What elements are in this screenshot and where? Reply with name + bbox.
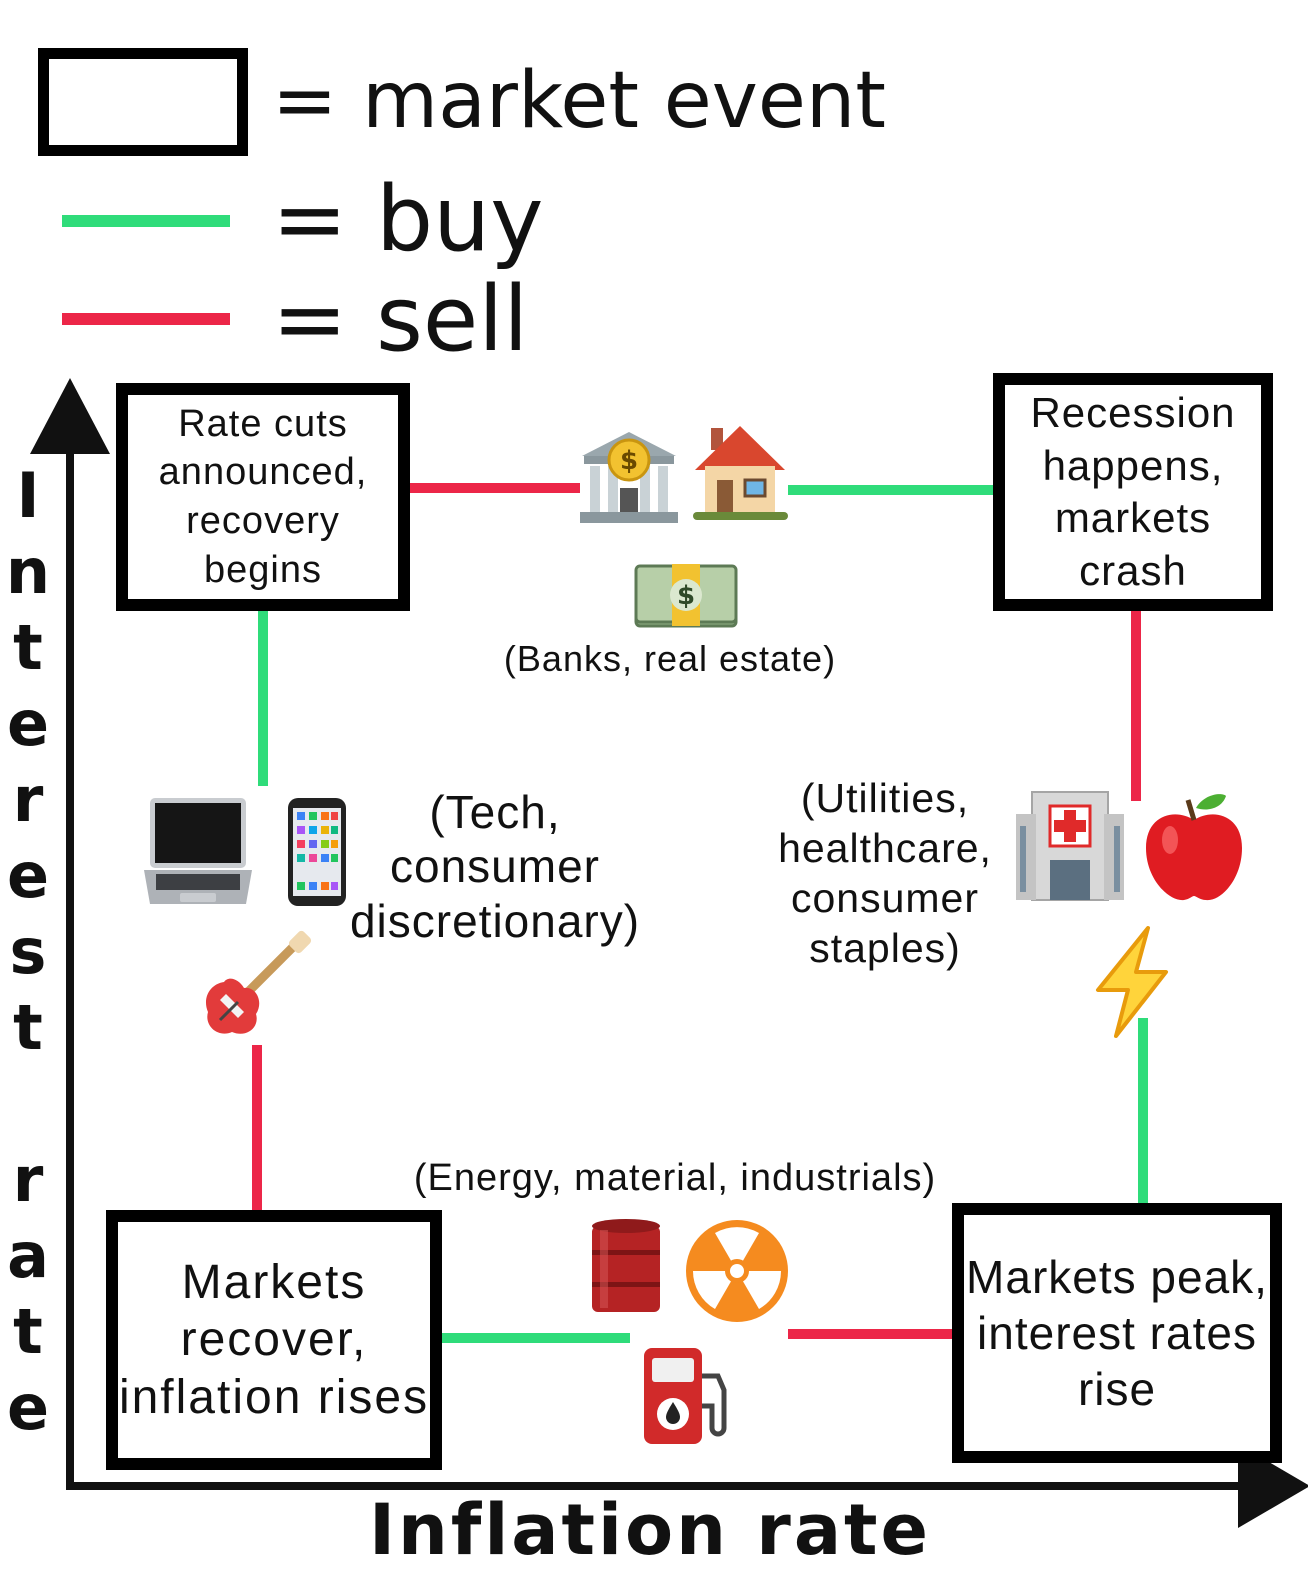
legend-buy-line xyxy=(62,215,230,227)
y-axis-label-letter: n xyxy=(5,535,51,608)
sector-label-top: (Banks, real estate) xyxy=(503,638,837,679)
guitar-icon xyxy=(205,930,312,1034)
y-axis-label-letter: s xyxy=(9,915,47,988)
apple-icon xyxy=(1146,794,1242,901)
buy-line-left-top xyxy=(258,611,268,786)
event-text: Markets recover, inflation rises xyxy=(118,1255,430,1424)
hospital-icon xyxy=(1016,791,1124,901)
legend-sell-line xyxy=(62,313,230,325)
event-text: Recession happens, markets crash xyxy=(1030,389,1236,594)
y-axis-label-letter: r xyxy=(12,763,44,836)
y-axis-label-letter: r xyxy=(12,1143,44,1216)
event-box-top-left: Rate cuts announced, recovery begins xyxy=(116,383,410,611)
radioactive-icon xyxy=(686,1220,788,1322)
house-icon xyxy=(693,426,788,520)
legend-sell-label: = sell xyxy=(272,267,529,372)
y-axis-label-letter: e xyxy=(6,839,50,912)
y-axis-label-letter: t xyxy=(13,991,43,1064)
fuel-pump-icon xyxy=(644,1348,727,1444)
x-axis xyxy=(66,1482,1256,1490)
y-axis-label-letter: e xyxy=(6,687,50,760)
y-axis-label-letter xyxy=(0,1073,56,1149)
event-box-top-right: Recession happens, markets crash xyxy=(993,373,1273,611)
sell-line-top-left xyxy=(410,483,580,493)
phone-icon xyxy=(288,798,346,906)
legend-event-box xyxy=(38,48,248,156)
legend-event-label: = market event xyxy=(272,56,886,146)
sector-label-right: (Utilities, healthcare, consumer staples… xyxy=(778,775,992,972)
sell-line-bottom-right xyxy=(788,1329,952,1339)
y-axis-arrow xyxy=(30,378,110,454)
legend-buy-label: = buy xyxy=(272,167,544,272)
bank-icon: $ xyxy=(580,432,678,523)
laptop-icon xyxy=(144,798,252,904)
svg-text:$: $ xyxy=(620,446,638,476)
event-text: Markets peak, interest rates rise xyxy=(966,1250,1268,1416)
y-axis-label-letter: t xyxy=(13,611,43,684)
sell-line-right-top xyxy=(1131,611,1141,801)
event-text: Rate cuts announced, recovery begins xyxy=(158,402,368,591)
y-axis-label-letter: t xyxy=(13,1295,43,1368)
buy-line-top-right xyxy=(788,485,994,495)
sell-line-left-bottom xyxy=(252,1045,262,1210)
sector-label-left: (Tech, consumer discretionary) xyxy=(349,786,641,947)
sector-label-bottom: (Energy, material, industrials) xyxy=(413,1157,937,1199)
y-axis-label-letter: e xyxy=(6,1371,50,1444)
buy-line-bottom-left xyxy=(442,1333,630,1343)
lightning-icon xyxy=(1096,926,1168,1038)
buy-line-right-bottom xyxy=(1138,1018,1148,1203)
money-icon: $ xyxy=(634,564,738,628)
y-axis-label-letter: a xyxy=(7,1219,49,1292)
x-axis-label: Inflation rate xyxy=(368,1489,931,1571)
y-axis-label-letter: I xyxy=(16,459,40,532)
event-box-bottom-right: Markets peak, interest rates rise xyxy=(952,1203,1282,1463)
y-axis xyxy=(66,440,74,1490)
event-box-bottom-left: Markets recover, inflation rises xyxy=(106,1210,442,1470)
svg-text:$: $ xyxy=(677,581,695,611)
oil-barrel-icon xyxy=(592,1219,660,1312)
